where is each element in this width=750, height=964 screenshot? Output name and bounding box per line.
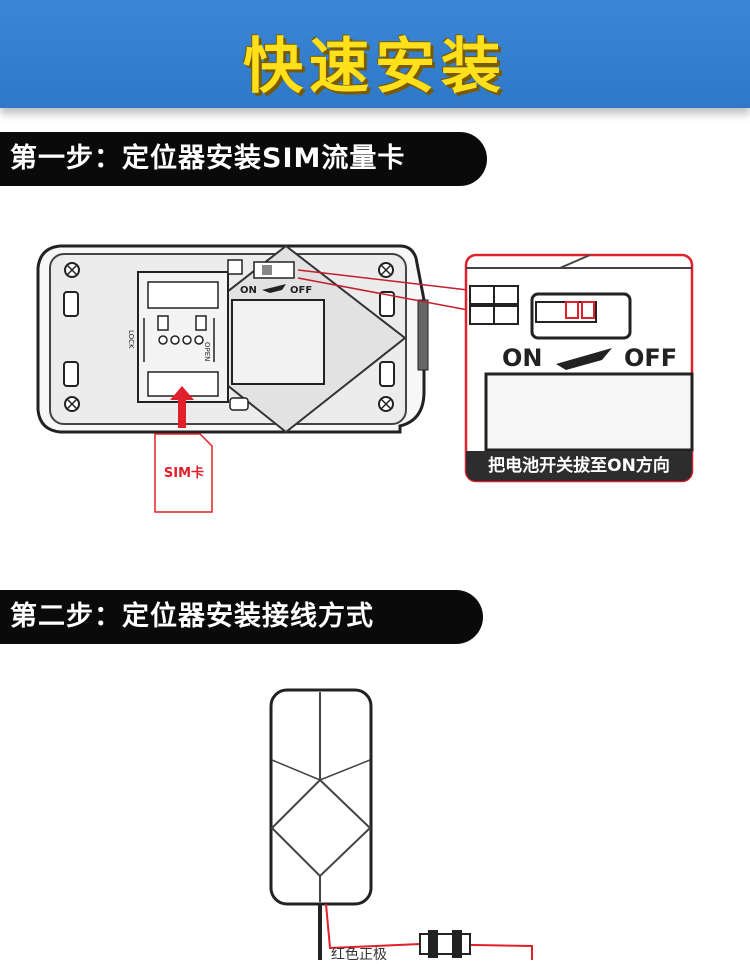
- battery-switch-note: 把电池开关拔至ON方向: [466, 451, 692, 481]
- clip-left-bottom: [63, 361, 79, 387]
- slot-open-label: OPEN: [203, 342, 211, 361]
- step2-heading: 第二步：定位器安装接线方式: [0, 590, 483, 644]
- step1-heading: 第一步：定位器安装SIM流量卡: [0, 132, 487, 186]
- clip-right-top: [379, 291, 395, 317]
- sim-card: [154, 433, 213, 513]
- header-banner: 快速安装: [0, 0, 750, 108]
- red-wire-label: 红色正极: [331, 947, 387, 963]
- clip-left-top: [63, 291, 79, 317]
- slot-lock-label: LOCK: [127, 330, 135, 349]
- zoom-callout-content: ON OFF: [466, 254, 694, 452]
- insert-arrow-icon: [170, 386, 194, 428]
- device-switch-off-label: OFF: [290, 285, 312, 296]
- tracker-device-side: [269, 688, 373, 906]
- device-switch-on-label: ON: [240, 285, 257, 296]
- side-connector: [417, 299, 429, 371]
- zoom-switch-on-label: ON: [502, 344, 543, 372]
- fuse-icon: [419, 930, 471, 958]
- page-title: 快速安装: [243, 32, 507, 102]
- clip-right-bottom: [379, 361, 395, 387]
- zoom-switch-off-label: OFF: [624, 344, 677, 372]
- sim-card-label: SIM卡: [163, 466, 205, 481]
- battery-compartment: [231, 299, 325, 385]
